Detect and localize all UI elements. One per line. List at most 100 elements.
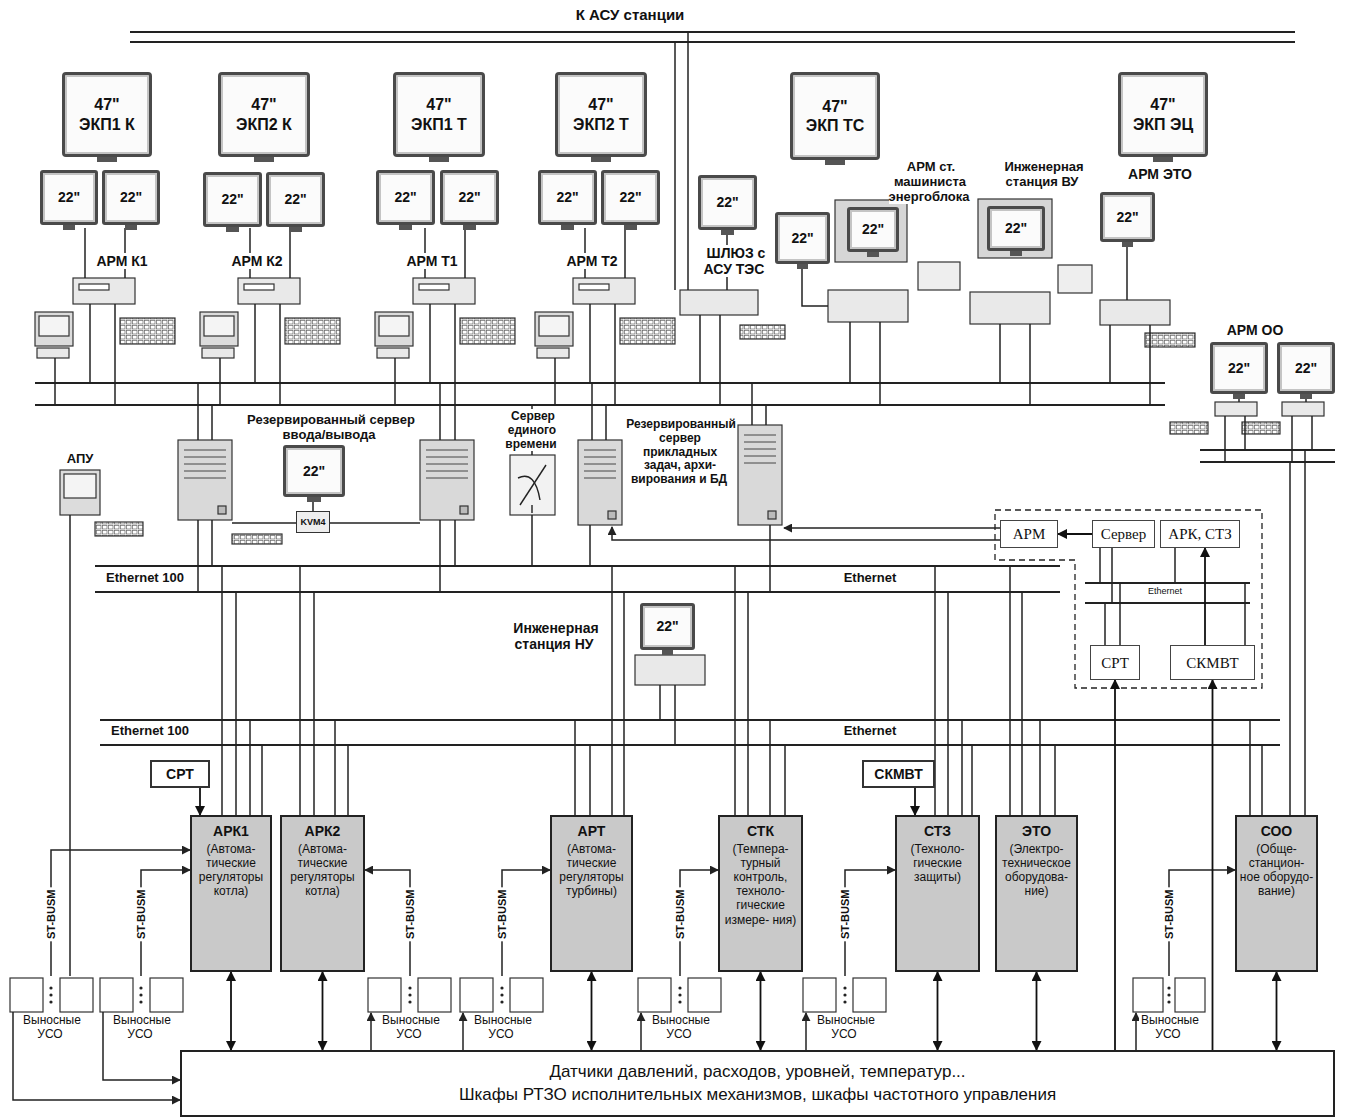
node-title: 22" bbox=[619, 189, 641, 206]
remote-io-module bbox=[1175, 978, 1205, 1012]
tower-slot bbox=[184, 450, 226, 451]
label-text: ШЛЮЗ с АСУ ТЭС bbox=[704, 245, 767, 277]
keyboard-icon bbox=[1145, 333, 1195, 347]
wire bbox=[1149, 325, 1151, 405]
node-title: 22" bbox=[1116, 209, 1138, 226]
tower-slot bbox=[426, 450, 468, 451]
wire bbox=[1244, 583, 1246, 645]
keyboard-icon bbox=[620, 318, 675, 344]
remote-io-module bbox=[803, 978, 836, 1012]
node-title: 22" bbox=[656, 618, 678, 635]
node-description: (Электро- техническое оборудова- ние) bbox=[999, 842, 1074, 899]
remote-io-module bbox=[638, 978, 671, 1012]
label-text: Ethernet bbox=[842, 570, 899, 585]
tower-slot bbox=[744, 435, 776, 436]
tower-slot bbox=[184, 471, 226, 472]
wire bbox=[574, 720, 576, 815]
bus-line bbox=[35, 382, 1165, 384]
node-title: 22" bbox=[1005, 220, 1027, 237]
remote-io-module bbox=[60, 978, 93, 1012]
label-text: АРМ ЭТО bbox=[1126, 166, 1194, 182]
ellipsis-dot bbox=[49, 993, 52, 996]
antenna-foot bbox=[531, 505, 532, 513]
node-title: АРМ bbox=[1013, 525, 1046, 543]
system-box: СКМВТ bbox=[1170, 645, 1255, 680]
monitor-screen: 22" bbox=[1100, 192, 1155, 242]
controller-cabinet: ЭТО(Электро- техническое оборудова- ние) bbox=[995, 815, 1078, 972]
caption-label: АРМ ст. машиниста энергоблока bbox=[880, 160, 980, 205]
ellipsis-dot bbox=[139, 1000, 142, 1003]
bus-line bbox=[100, 744, 1280, 746]
label-text: АРМ Т1 bbox=[404, 253, 459, 269]
node-title: 22" bbox=[120, 189, 142, 206]
wire bbox=[674, 685, 676, 745]
wire bbox=[699, 315, 701, 383]
wire bbox=[1119, 583, 1121, 645]
signal-connector bbox=[1204, 548, 1206, 645]
label-text: Выносные УСО bbox=[650, 1013, 710, 1041]
wire bbox=[674, 42, 676, 290]
wire bbox=[261, 745, 263, 815]
signal-line bbox=[462, 1013, 464, 1050]
wire bbox=[313, 592, 315, 815]
wire bbox=[211, 520, 213, 566]
tower-slot bbox=[426, 457, 468, 458]
panel-screen bbox=[379, 316, 409, 336]
node-title: 47" bbox=[588, 95, 613, 114]
monitor-screen: 22" bbox=[1210, 342, 1268, 394]
computer-unit bbox=[635, 655, 705, 685]
remote-io-module bbox=[688, 978, 721, 1012]
drive-slot bbox=[244, 284, 274, 290]
computer-unit bbox=[1282, 402, 1324, 416]
label-text: ST-BUSM bbox=[404, 888, 416, 942]
caption-label: АПУ bbox=[60, 452, 100, 467]
wire bbox=[429, 304, 431, 383]
bus-line bbox=[100, 719, 1280, 721]
ellipsis-dot bbox=[49, 986, 52, 989]
signal-connector bbox=[1114, 680, 1116, 1050]
caption-label: Ethernet 100 bbox=[105, 724, 195, 739]
system-box: СРТ bbox=[1090, 645, 1140, 680]
label-text: АРМ Т2 bbox=[564, 253, 619, 269]
bus-label: ST-BUSM bbox=[674, 882, 687, 946]
wire bbox=[1039, 720, 1041, 815]
caption-label: ШЛЮЗ с АСУ ТЭС bbox=[695, 245, 775, 277]
st-busm-line bbox=[845, 870, 895, 976]
tower-slot bbox=[584, 464, 616, 465]
node-title: 22" bbox=[862, 221, 884, 238]
label-text: ST-BUSM bbox=[674, 888, 686, 942]
label-text: Выносные УСО bbox=[472, 1013, 532, 1041]
wire bbox=[1111, 548, 1113, 603]
keyboard-icon bbox=[285, 318, 340, 344]
wire bbox=[279, 304, 281, 405]
controller-cabinet: СТЗ(Техноло- гические защиты) bbox=[895, 815, 980, 972]
remote-io-module bbox=[510, 978, 543, 1012]
tower-slot bbox=[744, 449, 776, 450]
large-screen: 47"ЭКП ЭЦ bbox=[1118, 72, 1208, 157]
wire bbox=[947, 592, 949, 815]
wire bbox=[765, 405, 767, 425]
wire bbox=[1261, 745, 1263, 815]
wire bbox=[769, 720, 771, 815]
node-description: (Темпера- турный контроль, техноло- гиче… bbox=[722, 842, 799, 927]
server-tower bbox=[578, 440, 622, 525]
operator-panel bbox=[535, 312, 573, 346]
wire bbox=[1244, 416, 1246, 450]
wire bbox=[454, 405, 456, 440]
st-busm-line bbox=[141, 870, 190, 976]
ellipsis-dot bbox=[843, 993, 846, 996]
field-equipment-box: Датчики давлений, расходов, уровней, тем… bbox=[180, 1050, 1335, 1117]
keyboard-icon bbox=[1170, 422, 1208, 434]
signal-connector bbox=[937, 972, 939, 1050]
data-arrow bbox=[784, 527, 1000, 529]
computer-unit bbox=[573, 278, 635, 304]
wire bbox=[1304, 450, 1306, 815]
keyboard-icon bbox=[740, 325, 785, 339]
ellipsis-dot bbox=[500, 993, 503, 996]
wire bbox=[1021, 592, 1023, 815]
server-tower bbox=[178, 440, 232, 520]
label-text: ST-BUSM bbox=[45, 888, 57, 942]
ellipsis-dot bbox=[500, 986, 503, 989]
monitor-screen: 22" bbox=[987, 206, 1045, 251]
